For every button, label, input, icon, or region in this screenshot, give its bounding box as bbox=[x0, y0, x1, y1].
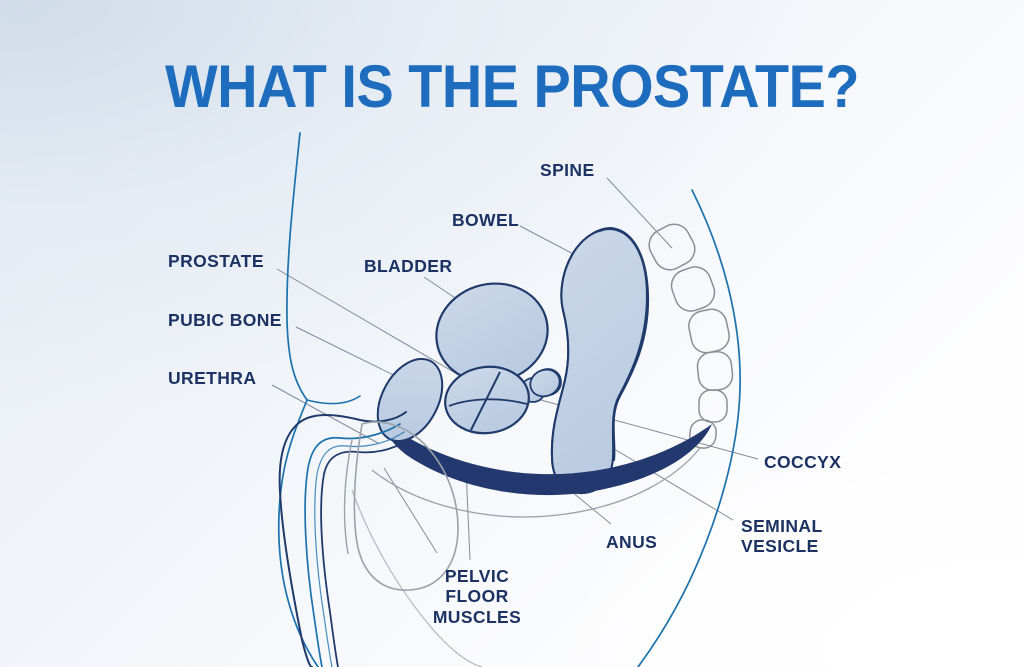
label-anus: ANUS bbox=[606, 532, 658, 552]
body-outline-front bbox=[277, 132, 319, 667]
vertebra-5 bbox=[698, 389, 728, 423]
body-outline-perineum bbox=[306, 395, 361, 405]
scrotum-outline bbox=[353, 421, 459, 591]
urethra-duct bbox=[304, 423, 401, 667]
label-spine: SPINE bbox=[540, 160, 595, 180]
coccyx-bone bbox=[689, 419, 717, 449]
label-prostate: PROSTATE bbox=[168, 251, 264, 271]
vertebra-1 bbox=[648, 223, 696, 271]
label-seminal-vesicle: SEMINAL VESICLE bbox=[741, 516, 823, 557]
body-outline-back bbox=[637, 189, 741, 667]
prostate-lobe-divider bbox=[448, 398, 528, 407]
label-coccyx: COCCYX bbox=[764, 452, 842, 472]
scrotum-outline-inner bbox=[343, 439, 353, 555]
label-bladder: BLADDER bbox=[364, 256, 453, 276]
label-urethra: URETHRA bbox=[168, 368, 257, 388]
urethra-duct-wall bbox=[314, 431, 405, 667]
label-pubic-bone: PUBIC BONE bbox=[168, 310, 282, 330]
vertebra-4 bbox=[696, 350, 734, 392]
penis-outline bbox=[278, 411, 407, 667]
bowel-rectum-fillpatch bbox=[551, 229, 647, 494]
vertebra-2 bbox=[670, 266, 716, 312]
label-bowel: BOWEL bbox=[452, 210, 520, 230]
leader-pelvic-floor-2 bbox=[383, 467, 438, 554]
leader-urethra bbox=[271, 384, 379, 444]
leader-pelvic-floor bbox=[465, 467, 471, 561]
pelvic-floor-muscle bbox=[382, 420, 712, 496]
spine-vertebrae bbox=[648, 223, 734, 449]
prostate-urethra-channel bbox=[470, 371, 501, 431]
leader-spine bbox=[606, 177, 673, 249]
seminal-vesicle-bump-4 bbox=[529, 368, 561, 398]
page-title: WHAT IS THE PROSTATE? bbox=[165, 53, 859, 120]
pubic-bone-organ bbox=[376, 357, 444, 443]
label-pelvic-floor-muscles: PELVIC FLOOR MUSCLES bbox=[432, 566, 522, 627]
buttock-contour bbox=[351, 489, 483, 667]
perineum-contour bbox=[371, 447, 701, 518]
penis-outline-inner bbox=[320, 435, 415, 667]
leader-seminal-vesicle bbox=[603, 442, 734, 521]
vertebra-3 bbox=[688, 308, 730, 354]
